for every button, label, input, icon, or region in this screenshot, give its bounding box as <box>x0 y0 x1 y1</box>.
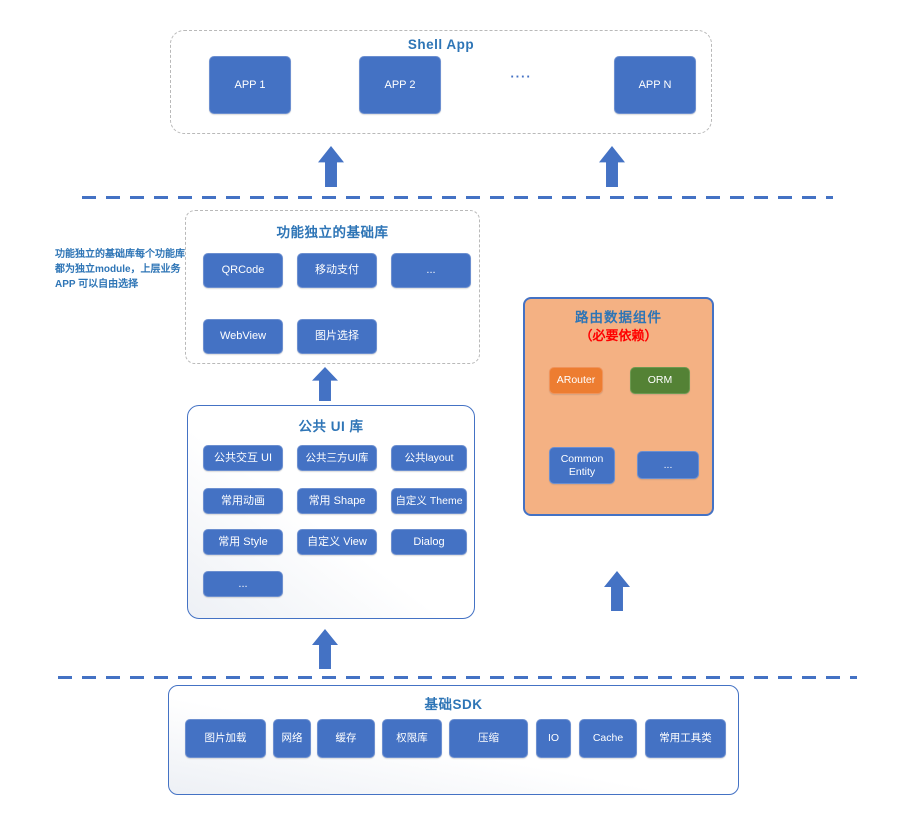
router-ellipsis-box: ... <box>637 451 699 479</box>
base-sdk-container: 基础SDK 图片加载 网络 缓存 权限库 压缩 IO Cache 常用工具类 <box>168 685 739 795</box>
ui-box-interact: 公共交互 UI <box>203 445 283 471</box>
module-box-qrcode: QRCode <box>203 253 283 288</box>
router-title-text: 路由数据组件 <box>575 310 662 325</box>
ui-box-ellipsis: ... <box>203 571 283 597</box>
ui-box-animation: 常用动画 <box>203 488 283 514</box>
sdk-box-network: 网络 <box>273 719 311 758</box>
layer-divider-bottom <box>58 676 857 679</box>
apps-ellipsis: ···· <box>510 69 532 84</box>
ui-box-layout: 公共layout <box>391 445 467 471</box>
sdk-box-permission: 权限库 <box>382 719 442 758</box>
shell-app-container: Shell App APP 1 APP 2 ···· APP N <box>170 30 712 134</box>
base-sdk-title: 基础SDK <box>424 697 483 712</box>
orm-box: ORM <box>630 367 690 394</box>
ui-box-thirdparty: 公共三方UI库 <box>297 445 377 471</box>
sdk-box-cache-en: Cache <box>579 719 637 758</box>
router-required-text: （必要依赖） <box>579 328 658 344</box>
sdk-box-utils: 常用工具类 <box>645 719 726 758</box>
router-component-container: 路由数据组件 （必要依赖） ARouter ORM Common Entity … <box>523 297 714 516</box>
ui-box-shape: 常用 Shape <box>297 488 377 514</box>
ui-box-dialog: Dialog <box>391 529 467 555</box>
ui-box-theme: 自定义 Theme <box>391 488 467 514</box>
up-arrow-icon <box>312 629 338 669</box>
common-entity-box: Common Entity <box>549 447 615 484</box>
shell-app-title: Shell App <box>407 37 475 52</box>
up-arrow-icon <box>318 146 344 187</box>
layer-divider-top <box>82 196 833 199</box>
sdk-box-compress: 压缩 <box>449 719 528 758</box>
arouter-box: ARouter <box>549 367 603 394</box>
sdk-box-io: IO <box>536 719 571 758</box>
router-component-title: 路由数据组件 （必要依赖） <box>525 309 712 345</box>
up-arrow-icon <box>599 146 625 187</box>
feature-lib-container: 功能独立的基础库 QRCode 移动支付 ... WebView 图片选择 <box>185 210 480 364</box>
app2-box: APP 2 <box>359 56 441 114</box>
ui-lib-title: 公共 UI 库 <box>298 419 364 434</box>
up-arrow-icon <box>312 367 338 401</box>
module-box-imagepicker: 图片选择 <box>297 319 377 354</box>
appn-box: APP N <box>614 56 696 114</box>
feature-lib-title: 功能独立的基础库 <box>276 225 389 240</box>
ui-box-view: 自定义 View <box>297 529 377 555</box>
module-box-ellipsis: ... <box>391 253 471 288</box>
ui-lib-container: 公共 UI 库 公共交互 UI 公共三方UI库 公共layout 常用动画 常用… <box>187 405 475 619</box>
up-arrow-icon <box>604 571 630 611</box>
side-note: 功能独立的基础库每个功能库 都为独立module，上层业务 APP 可以自由选择 <box>55 249 185 290</box>
sdk-box-cache-cn: 缓存 <box>317 719 375 758</box>
ui-box-style: 常用 Style <box>203 529 283 555</box>
module-box-pay: 移动支付 <box>297 253 377 288</box>
sdk-box-imageload: 图片加载 <box>185 719 266 758</box>
module-box-webview: WebView <box>203 319 283 354</box>
app1-box: APP 1 <box>209 56 291 114</box>
